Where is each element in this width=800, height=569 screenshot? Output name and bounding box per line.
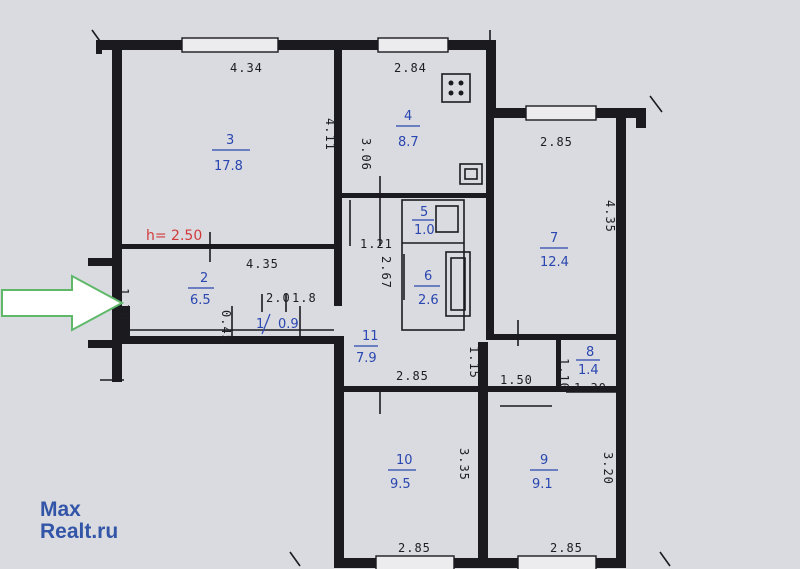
room-4-label: 4 8.7	[396, 109, 420, 150]
room-4-number: 4	[404, 109, 412, 124]
room-2-label: 2 6.5	[188, 271, 214, 308]
room-8-label: 8 1.4	[576, 345, 600, 378]
room-10-number: 10	[396, 453, 413, 468]
dim-room7-width: 2.85	[540, 135, 573, 149]
stove-icon	[441, 73, 471, 103]
room-labels: 3 17.8 4 8.7 7 12.4 5 1.0 6 2.6 2 6.5	[188, 109, 600, 492]
ceiling-height-label: h= 2.50	[146, 228, 202, 244]
room-11-area: 7.9	[356, 351, 377, 366]
dim-room9-width: 2.85	[550, 541, 583, 555]
room-3-area: 17.8	[214, 159, 243, 174]
room-3-number: 3	[226, 133, 234, 148]
kitchen-sink-icon	[459, 163, 483, 185]
door-marks	[209, 176, 616, 414]
logo-line-1: Max	[40, 498, 81, 521]
room-11-label: 11 7.9	[354, 329, 379, 366]
dim-corridor11-width: 2.85	[396, 369, 429, 383]
dim-hall-150: 1.50	[500, 373, 533, 387]
dim-room4-width: 2.84	[394, 61, 427, 75]
interior-walls	[122, 50, 626, 392]
room-5-number: 5	[420, 205, 428, 220]
dim-room4-height: 3.06	[359, 138, 373, 171]
room-9-number: 9	[540, 453, 548, 468]
room-8-number: 8	[586, 345, 594, 360]
room-6-area: 2.6	[418, 293, 439, 308]
bath-sink-icon	[435, 205, 459, 233]
dim-closet-045: 0.45	[219, 310, 233, 343]
room-3-label: 3 17.8	[212, 133, 250, 174]
dim-room10-width: 2.85	[398, 541, 431, 555]
bathtub-icon	[445, 251, 471, 317]
logo-line-2: Realt.ru	[40, 520, 118, 543]
room-10-label: 10 9.5	[388, 453, 416, 492]
room-2-area: 6.5	[190, 293, 211, 308]
room-5-area: 1.0	[414, 223, 435, 238]
dim-room10-height: 3.35	[457, 448, 471, 481]
room-4-area: 8.7	[398, 135, 419, 150]
room-11-number: 11	[362, 329, 379, 344]
room-7-number: 7	[550, 231, 558, 246]
room-8-area: 1.4	[578, 363, 599, 378]
dim-closet-18: 1.8	[292, 291, 317, 305]
watermark-logo: Max Realt.ru	[40, 498, 118, 543]
dim-room7-height: 4.35	[603, 200, 617, 233]
room-9-label: 9 9.1	[530, 453, 558, 492]
room-9-area: 9.1	[532, 477, 553, 492]
room-1-label: 1 0.9	[256, 313, 299, 335]
dim-room3-width: 4.34	[230, 61, 263, 75]
dim-room9-height: 3.20	[601, 452, 615, 485]
dim-hall-121: 1.21	[360, 237, 393, 251]
dim-corridor-width: 4.35	[246, 257, 279, 271]
room-2-number: 2	[200, 271, 208, 286]
dim-closet-20: 2.0	[266, 291, 291, 305]
room-5-label: 5 1.0	[412, 205, 435, 238]
room-1-number: 1	[256, 317, 264, 332]
dim-bath-height: 2.67	[379, 256, 393, 289]
room-7-label: 7 12.4	[540, 231, 569, 270]
windows	[181, 37, 597, 569]
room-1-area: 0.9	[278, 317, 299, 332]
dim-room8-110: 1.10	[557, 358, 571, 391]
room-10-area: 9.5	[390, 477, 411, 492]
room-7-area: 12.4	[540, 255, 569, 270]
dim-room3-height: 4.11	[323, 118, 337, 151]
outer-ticks	[91, 29, 671, 567]
dim-room8-130: 1.30	[574, 381, 607, 395]
dim-entrance-170: 1.70	[117, 288, 131, 321]
dim-hall-115: 1.15	[467, 346, 481, 379]
room-6-label: 6 2.6	[414, 269, 440, 308]
room-6-number: 6	[424, 269, 432, 284]
dimensions: 4.34 2.84 2.85 3.06 4.11 4.35 4.35 1.21 …	[117, 61, 617, 555]
entrance-arrow-icon	[1, 274, 125, 332]
